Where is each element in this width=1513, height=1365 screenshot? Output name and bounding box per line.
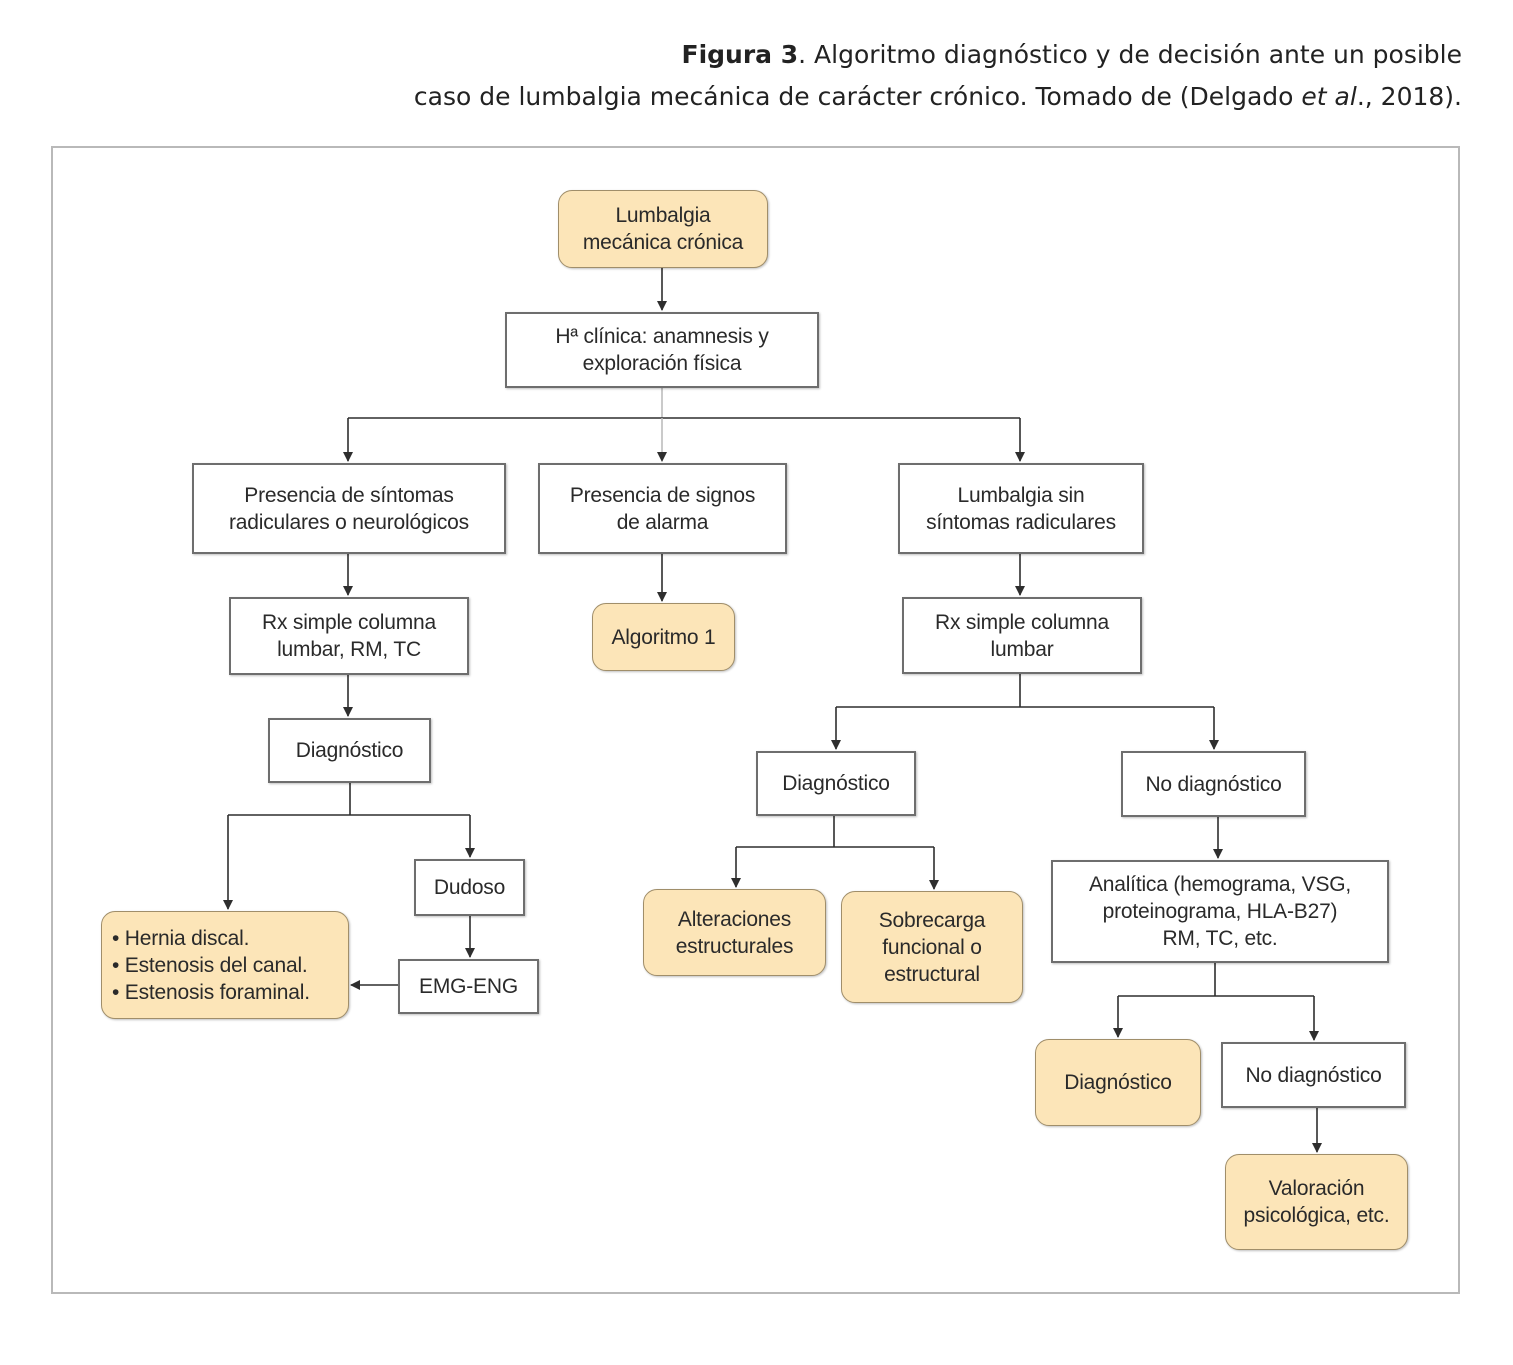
node-diagnostico-left: Diagnóstico — [268, 718, 431, 783]
node-historia-clinica: Hª clínica: anamnesis y exploración físi… — [505, 312, 819, 388]
caption-line-2-text: caso de lumbalgia mecánica de carácter c… — [413, 82, 1302, 111]
node-emg-eng: EMG-ENG — [398, 959, 539, 1014]
node-hernia-estenosis: • Hernia discal. • Estenosis del canal. … — [101, 911, 349, 1019]
node-valoracion-psicologica: Valoración psicológica, etc. — [1225, 1154, 1408, 1250]
node-algoritmo-1: Algoritmo 1 — [592, 603, 735, 671]
caption-line-1-text: . Algoritmo diagnóstico y de decisión an… — [798, 40, 1462, 69]
caption-line-2: caso de lumbalgia mecánica de carácter c… — [362, 76, 1462, 118]
node-signos-alarma: Presencia de signos de alarma — [538, 463, 787, 554]
node-sobrecarga: Sobrecarga funcional o estructural — [841, 891, 1023, 1003]
node-alteraciones-estructurales: Alteraciones estructurales — [643, 889, 826, 976]
node-dudoso: Dudoso — [414, 859, 525, 916]
node-sintomas-radiculares: Presencia de síntomas radiculares o neur… — [192, 463, 506, 554]
node-sin-sintomas-radiculares: Lumbalgia sin síntomas radiculares — [898, 463, 1144, 554]
node-diagnostico-mid: Diagnóstico — [756, 751, 916, 816]
node-rx-rm-tc: Rx simple columna lumbar, RM, TC — [229, 597, 469, 675]
caption-line-2-end: ., 2018). — [1356, 82, 1462, 111]
node-no-diagnostico-1: No diagnóstico — [1121, 751, 1306, 817]
node-rx-simple: Rx simple columna lumbar — [902, 597, 1142, 674]
node-analitica: Analítica (hemograma, VSG, proteinograma… — [1051, 860, 1389, 963]
node-lumbalgia-cronica: Lumbalgia mecánica crónica — [558, 190, 768, 268]
caption-italic: et al — [1301, 82, 1357, 111]
node-diagnostico-right: Diagnóstico — [1035, 1039, 1201, 1126]
node-no-diagnostico-2: No diagnóstico — [1221, 1042, 1406, 1108]
caption-figure-label: Figura 3 — [681, 40, 799, 69]
figure-caption: Figura 3. Algoritmo diagnóstico y de dec… — [362, 34, 1462, 118]
caption-line-1: Figura 3. Algoritmo diagnóstico y de dec… — [362, 34, 1462, 76]
diagram-frame — [51, 146, 1460, 1294]
